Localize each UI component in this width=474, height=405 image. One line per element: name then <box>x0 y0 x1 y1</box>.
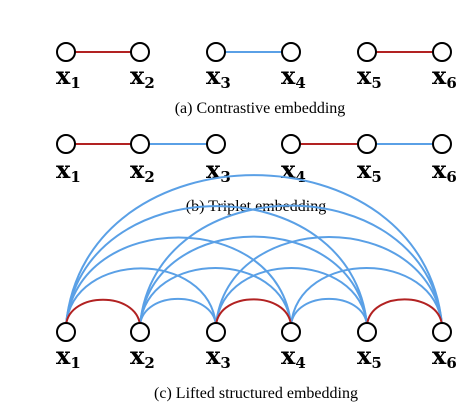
lifted-structured-negative-edge-x2-x4 <box>139 267 292 326</box>
triplet-node-x4 <box>281 134 301 154</box>
contrastive-label-x5: x5 <box>357 61 382 92</box>
contrastive-node-x2 <box>130 42 150 62</box>
panel-triplet: x1 x2 x3 x4 x5 x6 (b) Triplet embedding <box>56 134 457 215</box>
lifted-structured-negative-edge-x2-x5 <box>139 235 368 326</box>
lifted-structured-negative-edge-x1-x6 <box>65 174 443 326</box>
caption-contrastive: (a) Contrastive embedding <box>175 100 346 117</box>
contrastive-node-x1 <box>56 42 76 62</box>
lifted-structured-negative-edge-x1-x4 <box>65 236 292 326</box>
lifted-structured-negative-edge-x2-x6 <box>139 204 443 326</box>
panel-contrastive: x1 x2 x3 x4 x5 x6 (a) Contrastive embedding <box>56 42 457 117</box>
lifted-structured-negative-edge-x1-x5 <box>65 205 368 326</box>
lifted-structured-label-x1: x1 <box>56 341 81 372</box>
triplet-label-x1: x1 <box>56 155 81 186</box>
lifted-structured-negative-edge-x4-x6 <box>290 267 443 326</box>
triplet-node-x1 <box>56 134 76 154</box>
contrastive-label-x3: x3 <box>206 61 231 92</box>
lifted-structured-node-x5 <box>357 322 377 342</box>
contrastive-node-x4 <box>281 42 301 62</box>
lifted-structured-node-x1 <box>56 322 76 342</box>
contrastive-node-x3 <box>206 42 226 62</box>
lifted-structured-negative-edge-x2-x3 <box>139 297 217 326</box>
lifted-structured-negative-edge-x3-x6 <box>215 236 443 326</box>
triplet-label-x2: x2 <box>130 155 155 186</box>
lifted-structured-positive-edge-x3-x4 <box>215 298 292 326</box>
caption-lifted-structured: (c) Lifted structured embedding <box>154 385 358 402</box>
lifted-structured-label-x2: x2 <box>130 341 155 372</box>
lifted-structured-node-x4 <box>281 322 301 342</box>
contrastive-label-x6: x6 <box>432 61 457 92</box>
triplet-node-x6 <box>432 134 452 154</box>
lifted-structured-negative-edge-x1-x3 <box>65 267 217 326</box>
contrastive-label-x2: x2 <box>130 61 155 92</box>
triplet-node-x3 <box>206 134 226 154</box>
triplet-label-x6: x6 <box>432 155 457 186</box>
panel-lifted-structured: x1 x2 x3 x4 x5 x6 (c) Lifted structured embed… <box>56 174 457 402</box>
caption-triplet: (b) Triplet embedding <box>186 198 326 215</box>
lifted-structured-label-x5: x5 <box>357 341 382 372</box>
triplet-label-x3: x3 <box>206 155 231 186</box>
triplet-node-x2 <box>130 134 150 154</box>
triplet-node-x5 <box>357 134 377 154</box>
lifted-structured-negative-edge-x3-x5 <box>215 267 368 326</box>
lifted-structured-positive-edge-x1-x2 <box>65 298 141 326</box>
lifted-structured-node-x6 <box>432 322 452 342</box>
lifted-structured-negative-edge-x4-x5 <box>290 297 368 326</box>
lifted-structured-label-x6: x6 <box>432 341 457 372</box>
triplet-label-x5: x5 <box>357 155 382 186</box>
lifted-structured-node-x2 <box>130 322 150 342</box>
contrastive-label-x4: x4 <box>281 61 306 92</box>
contrastive-node-x6 <box>432 42 452 62</box>
triplet-label-x4: x4 <box>281 155 306 186</box>
contrastive-label-x1: x1 <box>56 61 81 92</box>
contrastive-node-x5 <box>357 42 377 62</box>
lifted-structured-positive-edge-x5-x6 <box>366 298 443 326</box>
lifted-structured-label-x3: x3 <box>206 341 231 372</box>
lifted-structured-label-x4: x4 <box>281 341 306 372</box>
lifted-structured-node-x3 <box>206 322 226 342</box>
